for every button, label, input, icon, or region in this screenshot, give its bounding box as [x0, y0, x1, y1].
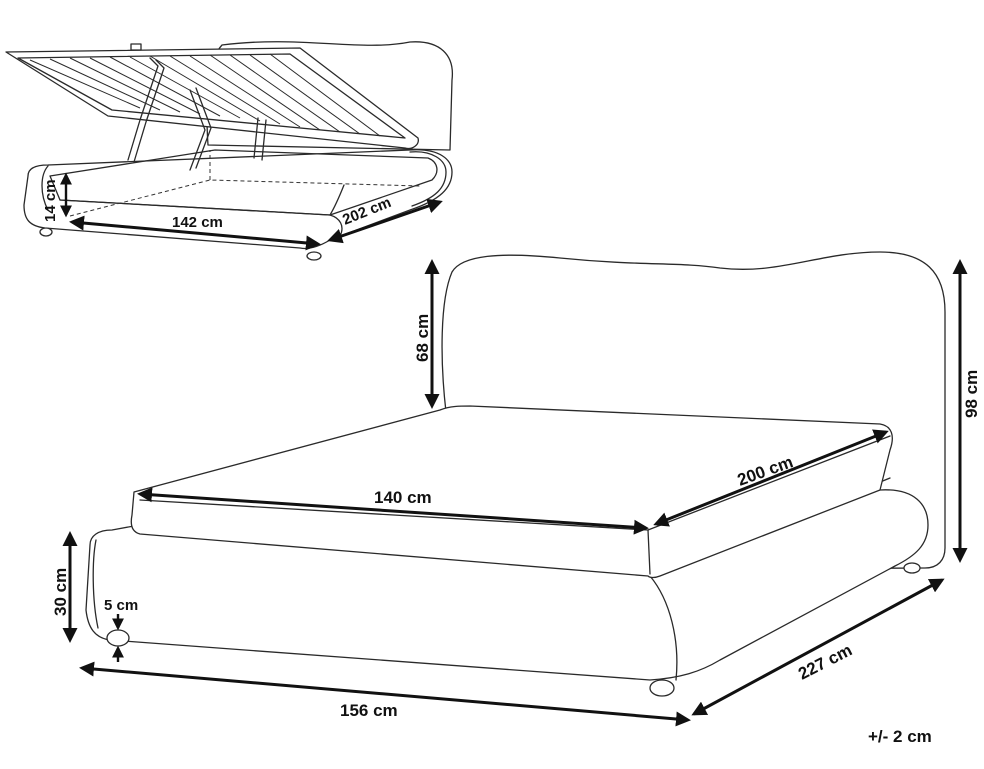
overall-length-label: 227 cm — [795, 640, 855, 683]
front-right-foot — [649, 679, 675, 697]
storage-bed-illustration — [5, 41, 453, 261]
storage-height-label: 14 cm — [42, 179, 59, 222]
frame-height-label: 30 cm — [51, 568, 70, 616]
storage-dimensions — [60, 172, 443, 251]
total-height-label: 98 cm — [962, 370, 981, 418]
bed-dimensions — [62, 259, 968, 727]
storage-box-inner-edge — [49, 149, 438, 216]
bed-illustration — [85, 251, 946, 697]
mattress-width-label: 140 cm — [374, 488, 432, 507]
leg-height-label: 5 cm — [104, 597, 138, 614]
storage-width-label: 142 cm — [172, 214, 223, 231]
tolerance-label: +/- 2 cm — [868, 727, 932, 746]
headboard-height-label: 68 cm — [413, 314, 432, 362]
front-left-foot — [106, 629, 130, 647]
overall-width-label: 156 cm — [340, 701, 398, 720]
